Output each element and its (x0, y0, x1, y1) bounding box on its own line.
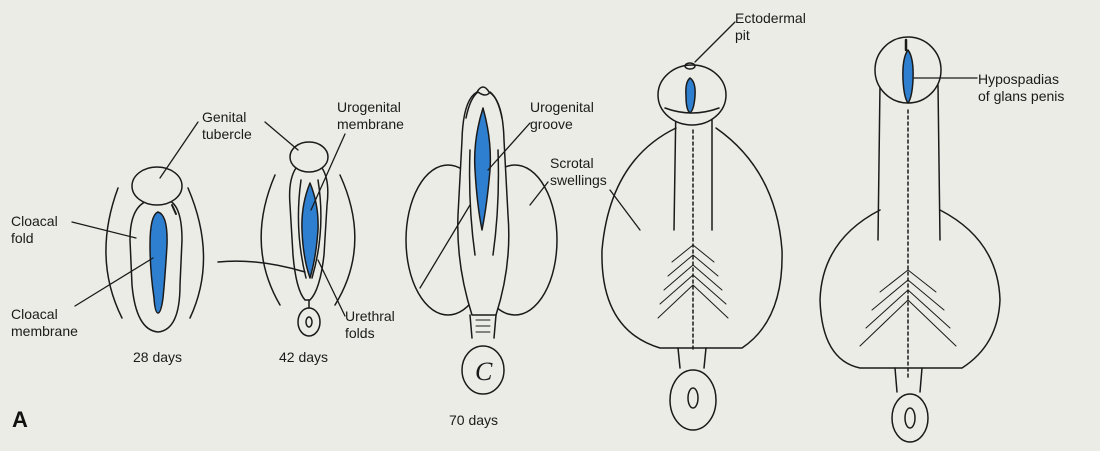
urethral-opening-4 (686, 78, 695, 113)
stage-label-42-days: 42 days (279, 349, 328, 366)
label-scrotal-swellings: Scrotal swellings (550, 155, 607, 189)
cloacal-fold-arc-right (188, 188, 204, 318)
label-ectodermal-pit: Ectodermal pit (735, 10, 806, 44)
anus-42 (298, 308, 320, 336)
label-hypospadias-of-glans-penis: Hypospadias of glans penis (978, 71, 1064, 105)
cloacal-fold-arc-left (106, 188, 122, 318)
raphe-line (218, 261, 305, 272)
genital-tubercle-42 (290, 142, 328, 172)
label-genital-tubercle: Genital tubercle (202, 109, 252, 143)
stage-5-figure (820, 37, 1000, 442)
hypospadias-opening (903, 50, 913, 103)
anus-4 (670, 370, 716, 430)
stage-label-28-days: 28 days (133, 349, 182, 366)
anus-5 (892, 394, 928, 442)
panel-letter: A (12, 408, 28, 432)
shaft-5 (878, 85, 940, 240)
stage-label-70-days: 70 days (449, 412, 498, 429)
stage-28-days-figure (106, 167, 204, 332)
labioscrotal-arc-right (335, 175, 355, 305)
stage-70-days-figure: C (406, 87, 557, 394)
label-urogenital-membrane: Urogenital membrane (337, 99, 404, 133)
label-cloacal-membrane: Cloacal membrane (11, 306, 78, 340)
scrotum-5 (820, 210, 1000, 368)
label-cloacal-fold: Cloacal fold (11, 213, 58, 247)
stage-4-figure (602, 63, 782, 430)
leader-lines (72, 22, 977, 316)
scrotum-4 (602, 128, 782, 348)
genital-tubercle-28 (132, 167, 182, 205)
labioscrotal-arc-left (261, 175, 280, 305)
stage-42-days-figure (218, 142, 355, 336)
cloacal-membrane-28 (150, 212, 167, 313)
label-urogenital-groove: Urogenital groove (530, 99, 594, 133)
svg-text:C: C (475, 357, 493, 386)
label-urethral-folds: Urethral folds (345, 308, 395, 342)
